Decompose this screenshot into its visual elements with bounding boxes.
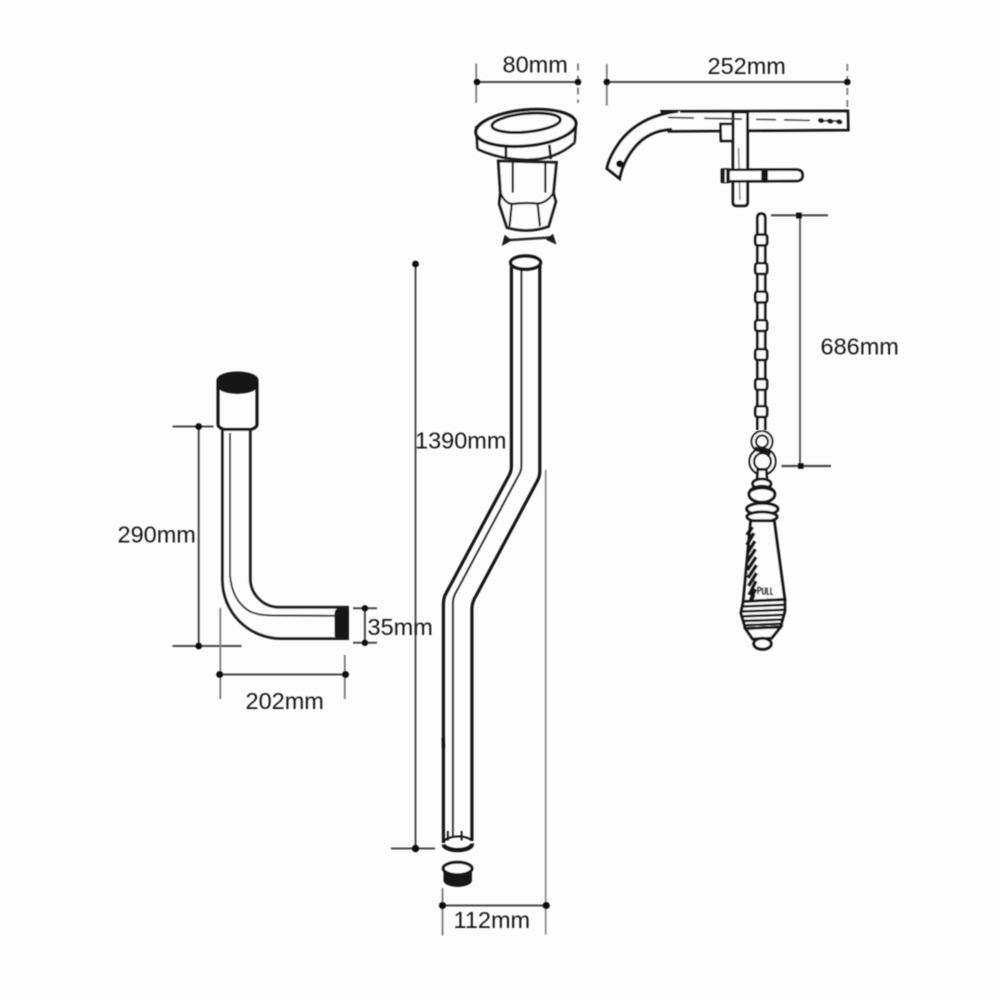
svg-text:112mm: 112mm	[454, 907, 531, 933]
svg-text:290mm: 290mm	[118, 522, 196, 548]
svg-text:202mm: 202mm	[246, 688, 324, 714]
svg-text:35mm: 35mm	[368, 614, 433, 640]
svg-text:80mm: 80mm	[503, 52, 568, 78]
svg-text:686mm: 686mm	[821, 334, 899, 360]
svg-text:252mm: 252mm	[708, 53, 786, 79]
svg-text:1390mm: 1390mm	[415, 428, 506, 454]
